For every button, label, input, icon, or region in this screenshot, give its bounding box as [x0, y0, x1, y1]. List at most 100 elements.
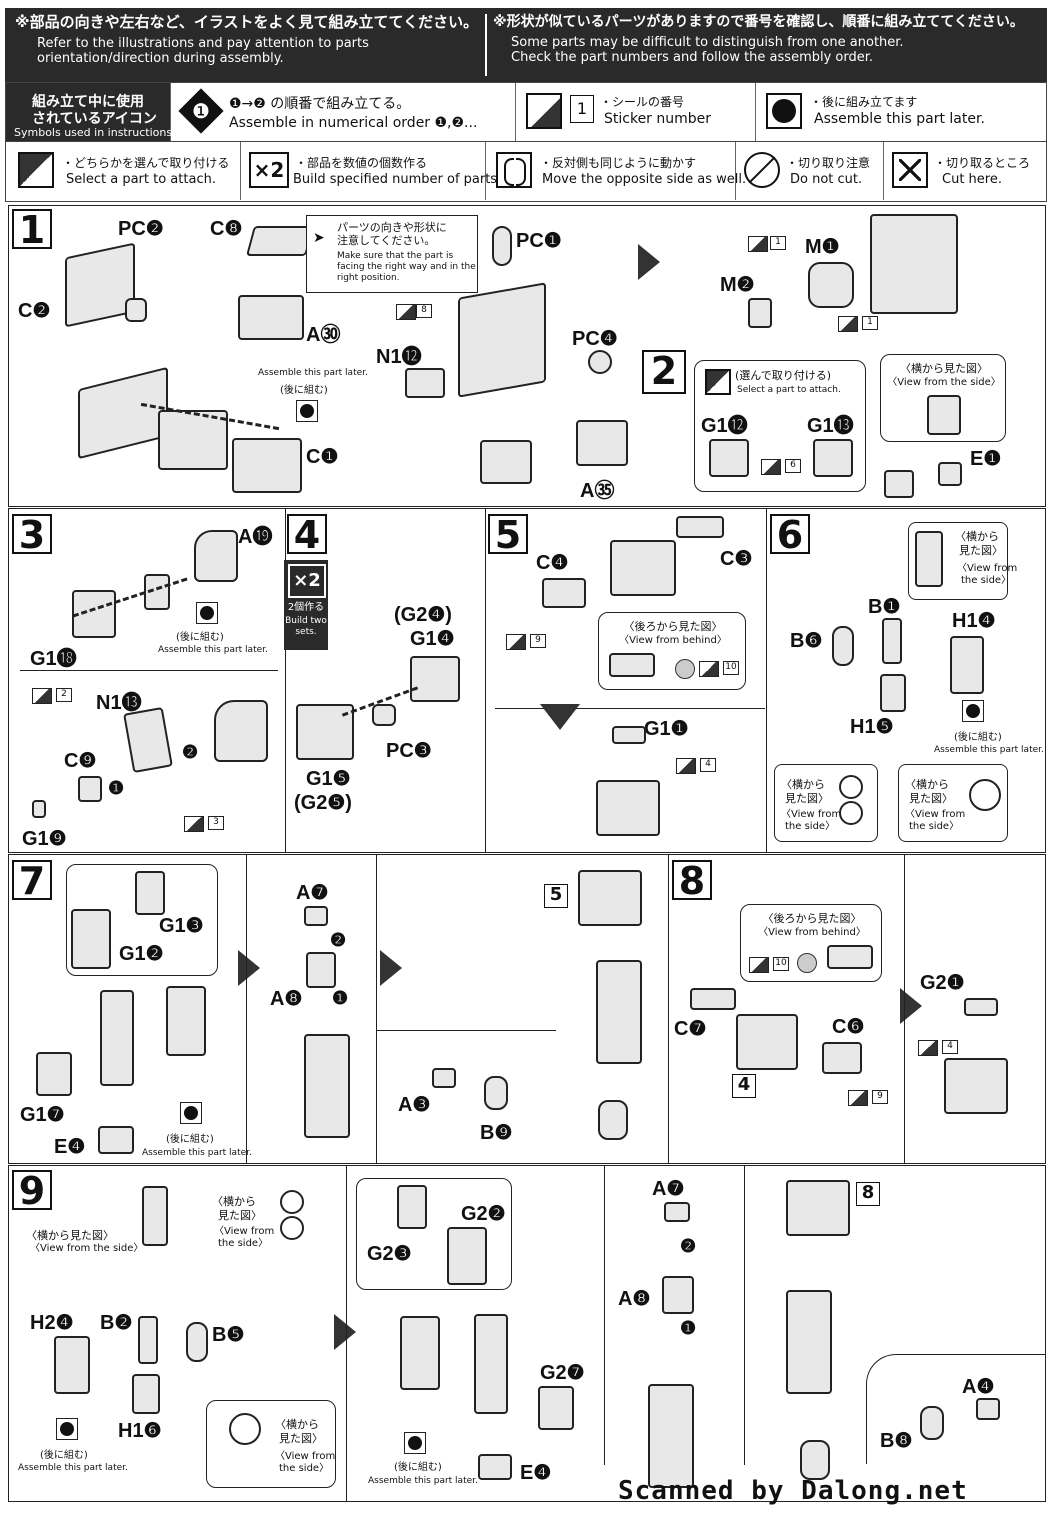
- part-joint-base: [480, 440, 532, 484]
- label-g14: G1❹: [410, 628, 455, 650]
- ref-step-4: 4: [732, 1074, 756, 1098]
- label-n12: N1⓬: [376, 346, 422, 368]
- label-a8: A❽: [270, 988, 303, 1010]
- no-cut-icon: [744, 152, 780, 188]
- label-e4: E❹: [54, 1136, 86, 1158]
- part-c3: [676, 516, 724, 538]
- flow-arrow: [900, 988, 922, 1024]
- header-bar: ※部品の向きや左右など、イラストをよく見て組み立ててください。 Refer to…: [5, 8, 1047, 82]
- label-a4: A❹: [962, 1376, 995, 1398]
- flow-arrow: [638, 244, 660, 280]
- label-h14: H1❹: [952, 610, 996, 632]
- label-g27: G2❼: [540, 1362, 585, 1384]
- legend-opposite: ・反対側も同じように動かす Move the opposite side as …: [486, 142, 746, 200]
- header-left-en1: Refer to the illustrations and pay atten…: [37, 36, 369, 51]
- part-a19: [194, 530, 238, 582]
- later-icon: [180, 1102, 202, 1124]
- part-b6: [832, 626, 854, 666]
- header-divider: [485, 14, 487, 76]
- label-g24: (G2❹): [394, 604, 452, 626]
- label-a8: A❽: [618, 1288, 651, 1310]
- part-c6: [822, 1042, 862, 1074]
- part-h16: [132, 1374, 160, 1414]
- part-leg-assembled: [304, 1034, 350, 1138]
- part-pc2: [125, 298, 147, 322]
- label-g23: G2❸: [367, 1243, 412, 1265]
- behind-view-panel: 〈後ろから見た図〉 〈View from behind〉 10: [740, 904, 882, 982]
- label-h15: H1❺: [850, 716, 894, 738]
- label-c7: C❼: [674, 1018, 707, 1040]
- part-a3: [432, 1068, 456, 1088]
- step-5-number: 5: [488, 514, 528, 554]
- legend-later: ・後に組み立てます Assemble this part later.: [756, 83, 1046, 141]
- part-torso-ref: [578, 870, 642, 926]
- step-3-divider: [20, 670, 278, 671]
- part-a8: [306, 952, 336, 988]
- label-g25: (G2❺): [294, 792, 352, 814]
- ref-step-5: 5: [544, 884, 568, 908]
- label-b5: B❺: [212, 1324, 245, 1346]
- part-c7: [690, 988, 736, 1010]
- label-a35: A㉟: [580, 480, 615, 502]
- label-b8: B❽: [880, 1430, 913, 1452]
- part-b8: [920, 1406, 944, 1440]
- header-left-en2: orientation/direction during assembly.: [37, 51, 284, 66]
- later-icon: [296, 400, 318, 422]
- legend-order: ❶ ❶→❷ の順番で組み立てる。 Assemble in numerical o…: [171, 83, 516, 141]
- part-m1: [808, 262, 854, 308]
- label-a30: A㉚: [306, 324, 341, 346]
- label-c1: C❶: [306, 446, 339, 468]
- side-view-panel: 〈横から見た図〉 〈View from the side〉: [880, 354, 1006, 442]
- label-g21: G2❶: [920, 972, 965, 994]
- select-icon: [705, 369, 731, 395]
- part-leg-frame: [100, 990, 134, 1086]
- legend-nocut: ・切り取り注意 Do not cut.: [736, 142, 884, 200]
- legend-select: ・どちらかを選んで取り付ける Select a part to attach.: [6, 142, 241, 200]
- part-center: [144, 574, 170, 610]
- row-4-frame: [8, 1165, 1046, 1502]
- flow-arrow: [334, 1314, 356, 1350]
- step-7-number: 7: [12, 860, 52, 900]
- row-2-frame: [8, 508, 1046, 853]
- row-3-frame: [8, 854, 1046, 1164]
- part-torso-block: [596, 780, 660, 836]
- label-pc4: PC❹: [572, 328, 618, 350]
- side-view-panel-c: 〈横から 見た図〉 〈View from the side〉: [898, 764, 1008, 842]
- label-g13: G1❸: [159, 915, 204, 937]
- side-view-panel-b: 〈横から 見た図〉 〈View from the side〉: [774, 764, 878, 842]
- part-e1: [938, 462, 962, 486]
- legend-cut: ・切り取るところ Cut here.: [884, 142, 1046, 200]
- part-n12: [405, 368, 445, 398]
- part-g15: [296, 704, 354, 760]
- down-arrow-icon: [540, 704, 580, 730]
- step-8-number: 8: [672, 860, 712, 900]
- part-a30: [238, 295, 304, 340]
- legend-x2: ×2 ・部品を数値の個数作る Build specified number of…: [241, 142, 501, 200]
- part-g17: [36, 1052, 72, 1096]
- part-pc3: [372, 704, 396, 726]
- part-g27: [538, 1386, 574, 1430]
- label-pc1: PC❶: [516, 230, 562, 252]
- label-pc3: PC❸: [386, 740, 432, 762]
- part-a35: [576, 420, 628, 466]
- part-torso: [736, 1014, 798, 1070]
- opposite-move-icon: [496, 152, 532, 188]
- legend-row-1: 組み立て中に使用 されているアイコン Symbols used in instr…: [5, 82, 1047, 142]
- flow-arrow: [380, 950, 402, 986]
- label-b6: B❻: [790, 630, 823, 652]
- scissors-icon: [892, 152, 928, 188]
- header-right-en1: Some parts may be difficult to distingui…: [511, 35, 904, 50]
- step-9-number: 9: [12, 1170, 52, 1210]
- label-c3: C❸: [720, 548, 753, 570]
- step-4-number: 4: [287, 514, 327, 554]
- part-head-assembly: [214, 700, 268, 762]
- later-icon: [196, 602, 218, 624]
- part-a7: [304, 906, 328, 926]
- x2-icon: ×2: [249, 152, 289, 188]
- label-g17: G1❼: [20, 1104, 65, 1126]
- label-e1: E❶: [970, 448, 1002, 470]
- label-g19: G1❾: [22, 828, 67, 850]
- behind-view-panel: 〈後ろから見た図〉 〈View from behind〉 10: [598, 612, 746, 690]
- later-icon: [962, 700, 984, 722]
- legend-row-2: ・どちらかを選んで取り付ける Select a part to attach. …: [5, 142, 1047, 202]
